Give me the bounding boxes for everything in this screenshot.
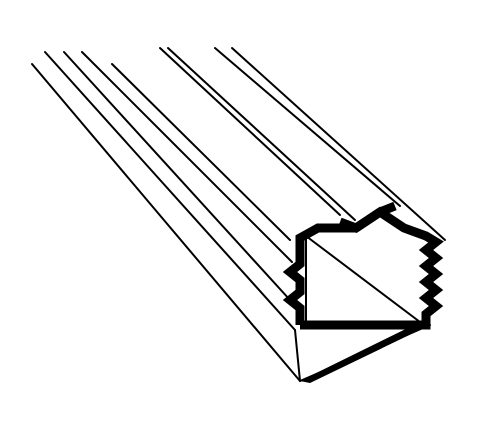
extrusion-edges-top <box>159 47 446 241</box>
extrusion-edges-left <box>31 51 301 382</box>
base-plate <box>294 324 431 382</box>
profile-cross-section <box>282 206 444 330</box>
diffuser-diagonal <box>305 235 421 323</box>
top-groove <box>338 201 397 234</box>
